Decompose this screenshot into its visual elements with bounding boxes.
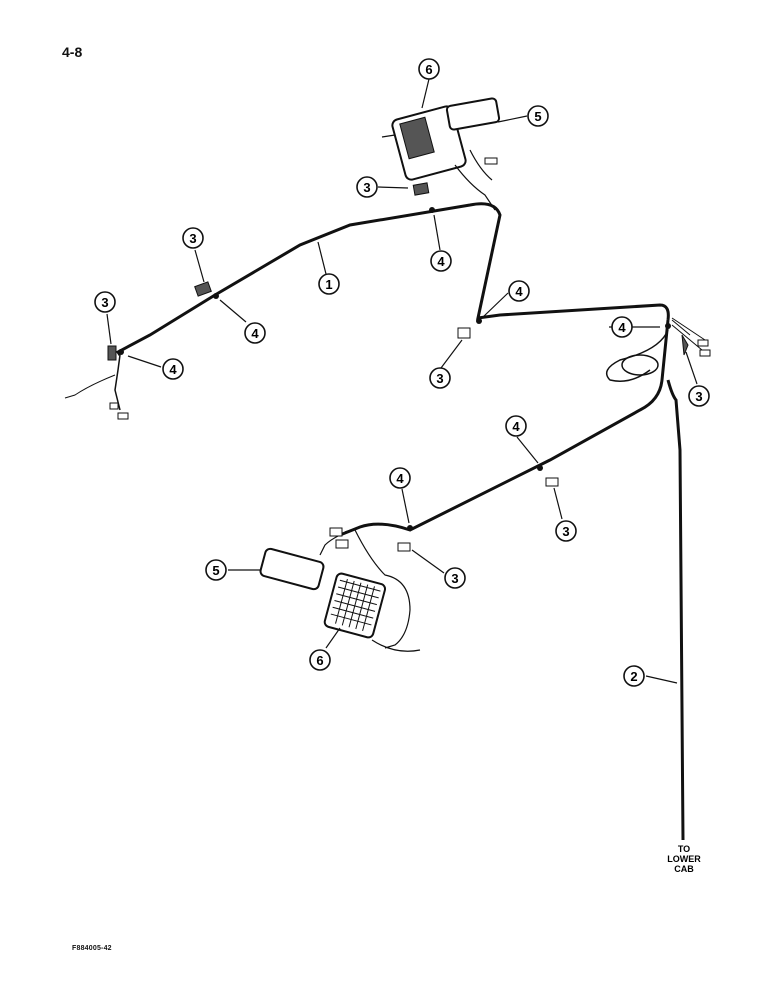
- leader-lines: [106, 78, 698, 684]
- figure-id: F884005-42: [72, 945, 112, 952]
- callout-5-top: 5: [527, 105, 549, 127]
- svg-text:3: 3: [189, 231, 196, 246]
- svg-text:4: 4: [437, 254, 445, 269]
- svg-text:3: 3: [101, 295, 108, 310]
- clip-lower: [545, 477, 559, 487]
- tie-left: [118, 349, 124, 355]
- svg-text:5: 5: [212, 563, 219, 578]
- svg-text:3: 3: [695, 389, 702, 404]
- svg-text:CAB: CAB: [674, 864, 694, 874]
- clip-lower2: [397, 542, 411, 552]
- top-light-wires: [381, 134, 496, 211]
- callout-3-lower: 3: [555, 520, 577, 542]
- bottom-connector-b: [335, 539, 349, 549]
- callout-3-left: 3: [94, 291, 116, 313]
- right-connector-b: [699, 349, 711, 357]
- callout-3-center: 3: [429, 367, 451, 389]
- svg-text:3: 3: [436, 371, 443, 386]
- callout-6-bottom: 6: [309, 649, 331, 671]
- tie-lower2: [407, 525, 413, 531]
- bottom-marker-light-5: [259, 547, 325, 591]
- svg-text:4: 4: [515, 284, 523, 299]
- svg-text:1: 1: [325, 277, 332, 292]
- clip-top: [412, 182, 430, 196]
- left-connector-2: [117, 412, 129, 420]
- svg-text:5: 5: [534, 109, 541, 124]
- clip-left-mid: [194, 281, 212, 297]
- callout-3-left-mid: 3: [182, 227, 204, 249]
- callout-3-right: 3: [688, 385, 710, 407]
- lower-harness: [339, 319, 670, 537]
- page-number: 4-8: [62, 44, 83, 60]
- svg-text:TO: TO: [678, 844, 690, 854]
- callout-4-right: 4: [611, 316, 633, 338]
- left-loose-wire: [64, 374, 116, 399]
- bottom-light-wires: [319, 526, 421, 652]
- callout-6-top: 6: [418, 58, 440, 80]
- right-bundle-wires: [605, 329, 669, 382]
- svg-text:3: 3: [451, 571, 458, 586]
- left-connector: [109, 402, 119, 410]
- svg-text:2: 2: [630, 669, 637, 684]
- svg-text:4: 4: [169, 362, 177, 377]
- tie-center: [476, 318, 482, 324]
- right-connector-a: [697, 339, 709, 347]
- tie-top: [429, 207, 435, 213]
- svg-text:4: 4: [396, 471, 404, 486]
- svg-text:4: 4: [512, 419, 520, 434]
- top-worklight-6-lens: [399, 116, 435, 160]
- callout-5-bottom: 5: [205, 559, 227, 581]
- bottom-worklight-lens-grid: [330, 579, 381, 631]
- svg-text:6: 6: [316, 653, 323, 668]
- harness-2: [666, 379, 685, 841]
- top-marker-light-5: [445, 97, 501, 131]
- callout-3-lower2: 3: [444, 567, 466, 589]
- callout-4-lower2: 4: [389, 467, 411, 489]
- clip-center: [457, 327, 471, 339]
- svg-text:4: 4: [618, 320, 626, 335]
- left-drop-wire: [114, 354, 121, 411]
- bottom-connector-a: [329, 527, 343, 537]
- callout-2: 2: [623, 665, 645, 687]
- callout-4-left-mid: 4: [244, 322, 266, 344]
- callout-1: 1: [318, 273, 340, 295]
- clip-right: [681, 334, 689, 356]
- tie-right: [665, 323, 671, 329]
- tie-left-mid: [213, 293, 219, 299]
- svg-text:3: 3: [562, 524, 569, 539]
- clip-left: [107, 345, 117, 361]
- top-connector: [484, 157, 498, 165]
- harness-1: [115, 202, 670, 356]
- svg-text:LOWER: LOWER: [667, 854, 701, 864]
- right-connector-cluster: [621, 354, 659, 376]
- tie-lower: [537, 465, 543, 471]
- callout-4-center: 4: [508, 280, 530, 302]
- to-lower-cab-note: TO LOWER CAB: [667, 844, 701, 874]
- svg-text:3: 3: [363, 180, 370, 195]
- svg-text:6: 6: [425, 62, 432, 77]
- callout-4-top: 4: [430, 250, 452, 272]
- callout-4-lower: 4: [505, 415, 527, 437]
- svg-text:4: 4: [251, 326, 259, 341]
- callout-4-left: 4: [162, 358, 184, 380]
- callout-3-top: 3: [356, 176, 378, 198]
- right-branch-wires: [671, 317, 706, 351]
